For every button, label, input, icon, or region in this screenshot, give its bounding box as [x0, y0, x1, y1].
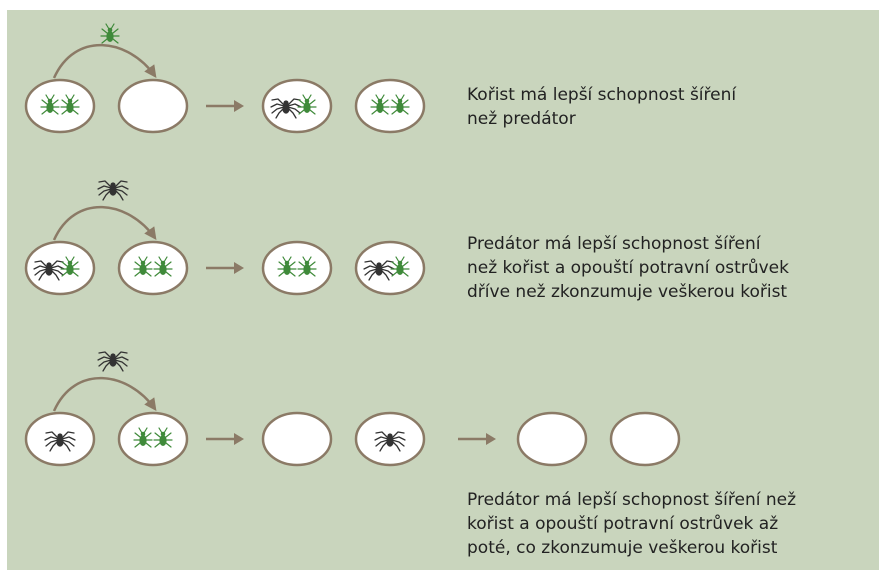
- caption-3-line-3: poté, co zkonzumuje veškerou kořist: [467, 538, 778, 558]
- patch-before-b-2-outline: [117, 240, 189, 296]
- patch-after-a-2-outline: [261, 240, 333, 296]
- patch-after-b-2: [354, 240, 426, 296]
- patch-final-b-3-outline: [609, 411, 681, 467]
- patch-after-b-1: [354, 78, 426, 134]
- patch-before-b-1: [117, 78, 189, 134]
- patch-before-b-2: [117, 240, 189, 296]
- patch-after-b-1-outline: [354, 78, 426, 134]
- patch-after-a-1-outline: [261, 78, 333, 134]
- caption-3-line-2: kořist a opouští potravní ostrůvek až: [467, 514, 779, 534]
- time-arrow-final-3: [458, 433, 496, 445]
- patch-before-a-1-prey-2: [60, 94, 80, 115]
- dispersal-arrow-3: [52, 376, 157, 412]
- patch-after-a-2-prey-1: [277, 256, 297, 277]
- patch-final-a-3: [516, 411, 588, 467]
- patch-after-b-2-prey-2: [390, 256, 410, 277]
- dispersal-arrow-1: [52, 43, 157, 79]
- scenario-row-2: [24, 180, 426, 296]
- patch-before-a-1: [24, 78, 96, 134]
- patch-before-a-3-predator-1: [44, 431, 76, 452]
- caption-2-line-2: než kořist a opouští potravní ostrůvek: [467, 258, 789, 278]
- patch-after-a-3-outline: [261, 411, 333, 467]
- patch-after-b-2-outline: [354, 240, 426, 296]
- patch-final-a-3-outline: [516, 411, 588, 467]
- dispersing-predator-2: [97, 180, 129, 201]
- scenario-row-3: [24, 351, 681, 467]
- caption-1: Kořist má lepší schopnost šíření než pre…: [467, 83, 736, 131]
- patch-after-b-1-prey-1: [370, 94, 390, 115]
- patch-after-b-3: [354, 411, 426, 467]
- patch-before-b-1-outline: [117, 78, 189, 134]
- patch-before-b-2-prey-1: [133, 256, 153, 277]
- patch-after-b-1-prey-2: [390, 94, 410, 115]
- patch-before-b-3: [117, 411, 189, 467]
- scenario-row-1: [24, 23, 426, 134]
- patch-final-b-3: [609, 411, 681, 467]
- caption-2: Predátor má lepší schopnost šíření než k…: [467, 232, 789, 304]
- caption-2-line-1: Predátor má lepší schopnost šíření: [467, 234, 761, 254]
- time-arrow-2: [206, 262, 244, 274]
- patch-after-b-3-predator-1: [374, 431, 406, 452]
- patch-before-a-2: [24, 240, 96, 296]
- patch-after-a-1-predator-1: [270, 98, 302, 119]
- patch-before-b-3-prey-2: [153, 427, 173, 448]
- dispersing-prey-1: [100, 23, 120, 44]
- caption-2-line-3: dříve než zkonzumuje veškerou kořist: [467, 282, 788, 302]
- patch-after-a-1-prey-2: [297, 94, 317, 115]
- patch-after-a-1: [261, 78, 333, 134]
- patch-before-a-2-prey-2: [60, 256, 80, 277]
- patch-before-a-1-prey-1: [40, 94, 60, 115]
- patch-before-b-3-prey-1: [133, 427, 153, 448]
- patch-before-a-1-outline: [24, 78, 96, 134]
- patch-after-a-2: [261, 240, 333, 296]
- patch-before-b-2-prey-2: [153, 256, 173, 277]
- time-arrow-3: [206, 433, 244, 445]
- patch-before-a-3: [24, 411, 96, 467]
- patch-after-a-2-prey-2: [297, 256, 317, 277]
- dispersal-arrow-2: [52, 205, 157, 241]
- caption-3-line-1: Predátor má lepší schopnost šíření než: [467, 490, 797, 510]
- patch-before-a-2-outline: [24, 240, 96, 296]
- caption-3: Predátor má lepší schopnost šíření než k…: [467, 488, 796, 560]
- patch-before-b-3-outline: [117, 411, 189, 467]
- caption-1-line-2: než predátor: [467, 109, 576, 129]
- patch-after-b-2-predator-1: [363, 260, 395, 281]
- patch-after-a-3: [261, 411, 333, 467]
- patch-before-a-2-predator-1: [33, 260, 65, 281]
- dispersing-predator-3: [97, 351, 129, 372]
- caption-1-line-1: Kořist má lepší schopnost šíření: [467, 85, 737, 105]
- time-arrow-1: [206, 100, 244, 112]
